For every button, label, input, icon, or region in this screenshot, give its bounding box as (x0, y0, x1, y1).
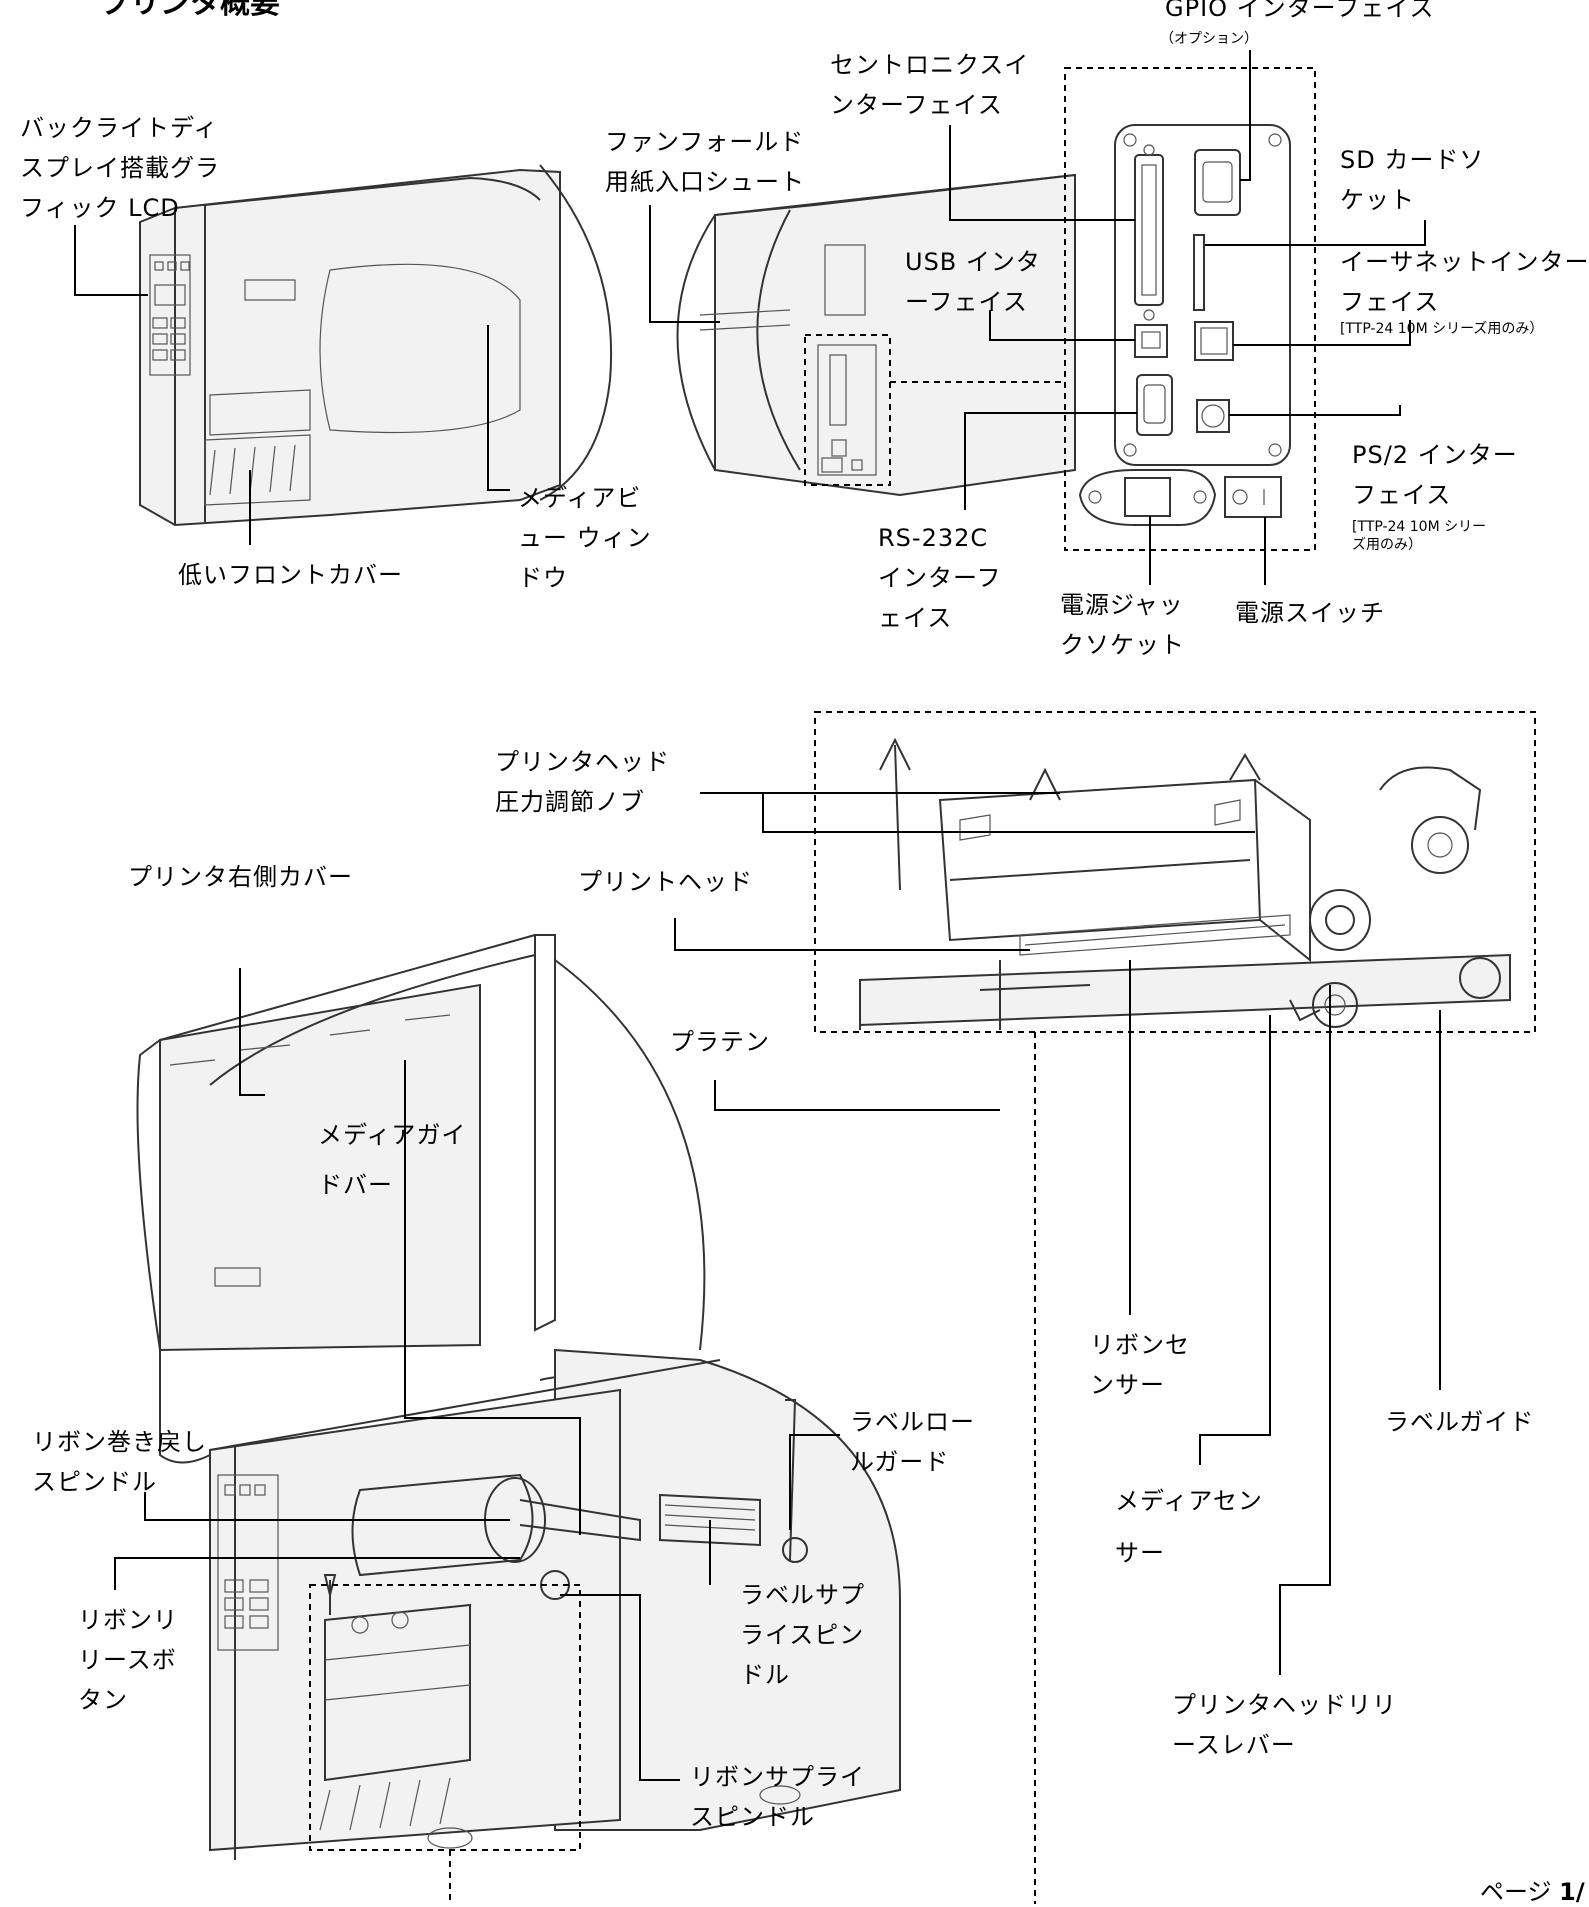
leader-ribbon-release (114, 1557, 520, 1590)
label-lower-cover: 低いフロントカバー (178, 561, 403, 589)
label-gpio-option: （オプション） (1160, 31, 1258, 47)
open-printer-illustration (136, 934, 901, 1860)
label-ribbon-supply: リボンサプライ スピンドル (690, 1763, 865, 1831)
leader-ps2 (1229, 405, 1401, 416)
leader-media-sensor (1199, 1015, 1271, 1465)
leader-platen (714, 1080, 1000, 1111)
leader-media-window (487, 325, 510, 491)
label-label-supply: ラベルサプ ライスピン ドル (740, 1581, 865, 1689)
port-panel-illustration (1078, 124, 1291, 526)
leader-rs232 (964, 412, 1137, 510)
label-label-guide: ラベルガイド (1385, 1408, 1535, 1436)
label-ribbon-sensor: リボンセ ンサー (1090, 1331, 1190, 1399)
leader-label-roll-guard (789, 1434, 840, 1530)
label-right-cover: プリンタ右側カバー (128, 863, 353, 891)
page-title: プリンタ概要 (100, 0, 280, 21)
label-ribbon-release: リボンリ リースボ タン (78, 1606, 178, 1714)
mechanism-zoom-box (814, 711, 1536, 1033)
label-lcd: バックライトディ スプレイ搭載グラ フィック LCD (20, 114, 220, 222)
label-ps2: PS/2 インター フェイス (1352, 441, 1518, 509)
label-platen: プラテン (670, 1028, 770, 1056)
leader-centronics (949, 125, 1135, 221)
leader-lcd (74, 225, 148, 296)
label-gpio: GPIO インターフェイス (1165, 0, 1435, 22)
bottom-left-zoom-box (309, 1584, 581, 1851)
label-media-window: メディアビ ュー ウィン ドウ (518, 484, 652, 592)
leader-head-release (1279, 985, 1331, 1675)
label-usb: USB インタ ーフェイス (905, 248, 1041, 316)
leader-gpio (1240, 50, 1251, 181)
label-power-switch: 電源スイッチ (1235, 599, 1385, 627)
front-printer-illustration (139, 164, 613, 527)
label-sd: SD カードソ ケット (1340, 146, 1485, 214)
label-ribbon-rewind: リボン巻き戻し スピンドル (32, 1428, 207, 1496)
leader-media-guide-bar (404, 1060, 581, 1535)
label-power-jack: 電源ジャッ クソケット (1060, 591, 1185, 659)
label-ethernet-note: [TTP-24 10M シリーズ用のみ） (1340, 321, 1544, 337)
leader-ethernet (1233, 320, 1411, 346)
leader-ribbon-rewind (144, 1492, 510, 1521)
label-media-guide-bar: メディアガイ ドバー (318, 1121, 467, 1199)
label-ethernet: イーサネットインター フェイス (1340, 248, 1589, 316)
leader-print-head (674, 918, 1030, 951)
label-ps2-note: [TTP-24 10M シリー ズ用のみ） (1352, 519, 1487, 553)
leader-right-cover (239, 968, 265, 1096)
label-media-sensor: メディアセン サー (1115, 1487, 1263, 1567)
port-panel-zoom-box (1064, 67, 1316, 551)
page-number-value: 1/ (1559, 1878, 1585, 1906)
rear-port-zoom-box (804, 334, 891, 486)
label-head-release: プリンタヘッドリリ ースレバー (1172, 1691, 1397, 1759)
print-mechanism-illustration (859, 737, 1511, 1030)
leader-fanfold (649, 205, 720, 323)
label-fanfold: ファンフォールド 用紙入口シュート (605, 128, 805, 196)
label-rs232: RS-232C インターフ ェイス (878, 524, 1002, 632)
page-number: ページ 1/ (1480, 1872, 1585, 1907)
page-number-prefix: ページ (1480, 1878, 1560, 1906)
label-centronics: セントロニクスイ ンターフェイス (830, 51, 1030, 119)
label-print-head: プリントヘッド (578, 868, 753, 896)
leader-sd (1205, 220, 1426, 246)
label-label-roll-guard: ラベルロー ルガード (850, 1408, 975, 1476)
leader-head-pressure (700, 792, 1255, 833)
leader-ribbon-supply (560, 1594, 680, 1781)
label-head-pressure: プリンタヘッド 圧力調節ノブ (495, 748, 670, 816)
leader-usb (989, 310, 1135, 341)
